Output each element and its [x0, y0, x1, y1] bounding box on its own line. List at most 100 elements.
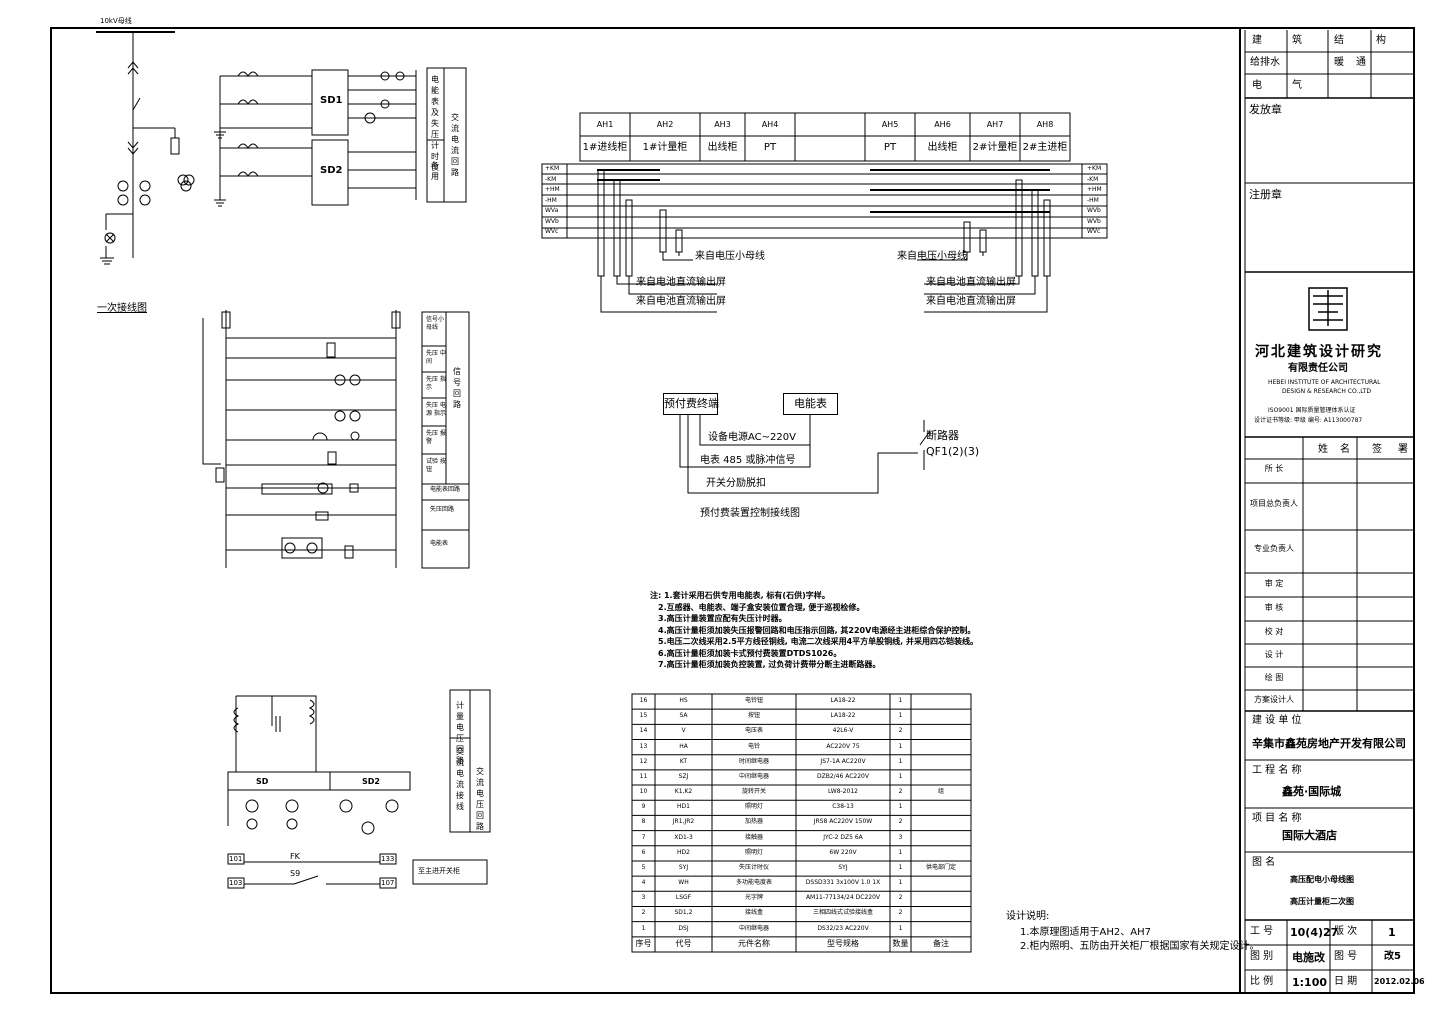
voltage-circuit: [227, 689, 491, 889]
bom-cell: 供电部门定: [925, 863, 956, 871]
bom-cell: 1: [898, 712, 903, 720]
item-name: 国际大酒店: [1282, 829, 1337, 842]
sign-role: 项目总负责人: [1250, 499, 1298, 508]
bom-cell: 1: [898, 879, 903, 887]
sign-header-shu: 署: [1398, 444, 1408, 455]
vbox-side-b: 交流 电流 接线: [456, 747, 464, 811]
bus-label-right: +HM: [1087, 186, 1102, 193]
scale-label: 比 例: [1250, 976, 1274, 987]
secondary-box-label: 先压 中间: [426, 350, 446, 365]
version-label: 版 次: [1334, 926, 1358, 937]
meter-col-b-label: 交流电流回路: [451, 113, 459, 177]
drawing-name-1: 高压配电小母线图: [1290, 875, 1354, 884]
bom-cell: HD2: [677, 848, 690, 856]
bom-cell: SYJ: [838, 863, 848, 871]
version: 1: [1388, 926, 1396, 939]
bom-cell: 11: [639, 772, 648, 780]
bom-cell: 9: [641, 803, 646, 811]
bom-cell: 1: [641, 924, 646, 932]
item-label: 项 目 名 称: [1252, 813, 1302, 824]
bus-label-right: WVb: [1087, 207, 1101, 214]
bom-cell: 2: [898, 727, 903, 735]
note-line: 5.电压二次线采用2.5平方线径铜线, 电流二次线采用4平方单股铜线, 并采用四…: [658, 637, 978, 646]
breaker-title: 断路器: [926, 429, 959, 442]
bom-header: 备注: [933, 938, 949, 948]
sign-role: 所 长: [1264, 464, 1284, 473]
bom-cell: DSSD331 3x100V 1.0 1X: [805, 879, 881, 887]
bom-cell: 8: [641, 818, 646, 826]
terminal-107: 107: [381, 879, 395, 887]
project-label: 工 程 名 称: [1252, 765, 1302, 776]
company-en-1: HEBEI INSTITUTE OF ARCHITECTURAL: [1268, 379, 1381, 386]
bom-cell: 10: [639, 788, 648, 796]
fk-label: FK: [290, 852, 300, 861]
note-line: 7.高压计量柜须加装负控装置, 过负荷计费带分断主进断路器。: [658, 660, 881, 669]
job-no: 10(4)27: [1290, 926, 1339, 939]
cert-2: 设计证书等级: 甲级 编号: A113000787: [1254, 417, 1363, 424]
signal-circuit-label: 信号回路: [453, 367, 461, 409]
bus-label-left: -KM: [545, 175, 557, 183]
bom-cell: 3: [898, 833, 903, 841]
secondary-box-label: 失压 电源 指示: [426, 402, 446, 417]
bom-cell: 旋转开关: [741, 788, 766, 796]
bom-cell: 1: [898, 757, 903, 765]
tb-gps: 给排水: [1250, 57, 1280, 68]
company-logo-icon: [1308, 287, 1348, 331]
bom-cell: HA: [679, 742, 688, 750]
bom-cell: 1: [898, 742, 903, 750]
tb-gou: 构: [1376, 35, 1386, 46]
note-line: 4.高压计量柜须加装失压报警回路和电压指示回路, 其220V电源经主进柜综合保护…: [658, 625, 976, 635]
bom-header: 型号规格: [827, 938, 859, 948]
bom-cell: XD1-3: [674, 833, 693, 841]
bom-cell: LW8-2012: [828, 788, 858, 796]
tb-jian: 建: [1252, 35, 1262, 46]
project-name: 鑫苑·国际城: [1282, 785, 1342, 798]
bom-cell: 42L6-V: [832, 727, 854, 735]
meter-col-a-label: 电能表及失压计时仪: [431, 75, 439, 172]
bom-cell: SYJ: [678, 863, 689, 871]
job-no-label: 工 号: [1250, 926, 1274, 937]
bus-label-right: WVc: [1087, 228, 1101, 235]
date: 2012.02.06: [1374, 977, 1425, 986]
secondary-box-label: 电能表回路: [430, 486, 461, 493]
prepay-terminal-box: 预付费终端: [663, 393, 719, 415]
sign-header-qian: 签: [1372, 444, 1382, 455]
breaker-code: QF1(2)(3): [926, 445, 980, 458]
secondary-box-label: 信号小母线: [426, 316, 445, 331]
note-line: 注: 1.套计采用石供专用电能表, 标有(石供)字样。: [650, 591, 830, 600]
cabinet-code: AH2: [656, 120, 674, 129]
cabinet-name: 出线柜: [707, 142, 738, 153]
sign-role: 校 对: [1264, 627, 1284, 636]
bus-label-right: +KM: [1087, 165, 1102, 172]
s9-label: S9: [290, 869, 301, 878]
cabinet-code: AH5: [881, 120, 899, 129]
bom-cell: 按钮: [747, 712, 760, 720]
cabinet-name: 1#计量柜: [642, 142, 688, 153]
bom-cell: DSJ: [678, 924, 689, 932]
bom-cell: JRS8 AC220V 150W: [813, 818, 873, 826]
client-label: 建 设 单 位: [1252, 715, 1302, 726]
client-name: 辛集市鑫苑房地产开发有限公司: [1252, 737, 1406, 750]
metering-circuit: [214, 67, 467, 207]
bus-label-right: -KM: [1087, 175, 1099, 183]
bom-cell: HD1: [677, 803, 690, 811]
energy-meter-box: 电能表: [783, 393, 838, 415]
terminal-103: 103: [229, 879, 243, 887]
bom-cell: K1,K2: [674, 788, 693, 796]
bom-cell: 12: [639, 757, 648, 765]
sign-role: 设 计: [1264, 650, 1284, 659]
dc-callout-left-1: 来自电池直流输出屏: [636, 277, 726, 288]
dc-callout-left-2: 来自电池直流输出屏: [636, 296, 726, 307]
bom-cell: HS: [679, 697, 688, 704]
dc-callout-right-2: 来自电池直流输出屏: [926, 296, 1016, 307]
vbox-side-a: 计量 电压 回路: [456, 701, 464, 765]
sign-role: 审 核: [1264, 603, 1284, 612]
cabinet-code: AH6: [934, 120, 951, 129]
sign-header-ming: 名: [1340, 444, 1350, 455]
bom-cell: 多功能电度表: [735, 879, 772, 887]
bom-cell: LA18-22: [830, 697, 856, 704]
cabinet-name: 1#进线柜: [582, 142, 628, 153]
bus-label-left: WVc: [545, 228, 559, 235]
company-name: 河北建筑设计研究: [1255, 344, 1383, 360]
